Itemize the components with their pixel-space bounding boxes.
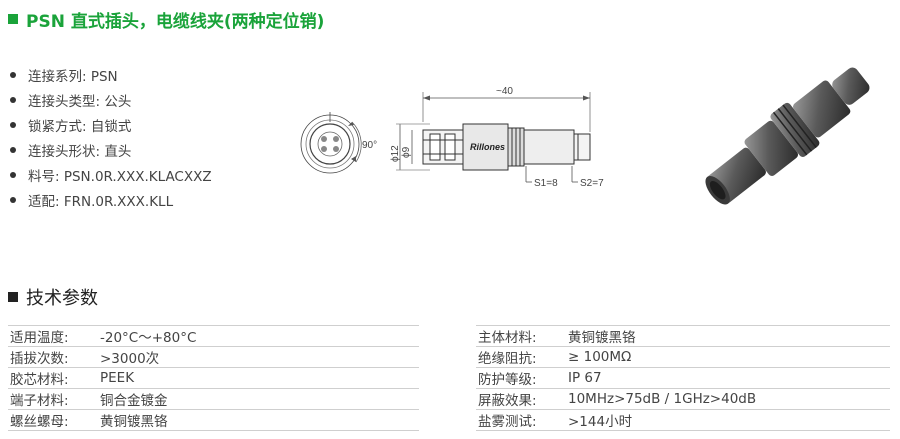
spec-item: 连接头类型: 公头 — [10, 87, 212, 112]
table-row: 螺丝螺母:黄铜镀黑铬 — [8, 409, 419, 431]
front-view: 90° — [300, 112, 377, 174]
outer-diameter-label: ϕ12 — [390, 145, 401, 162]
side-view: Rillones — [422, 123, 591, 171]
s1-label: S1=8 — [534, 178, 558, 189]
table-row: 防护等级:IP 67 — [476, 367, 890, 389]
params-table-left: 适用温度:-20°C～+80°C 插拔次数:>3000次 胶芯材料:PEEK 端… — [8, 325, 419, 431]
nut-dimensions: S1=8 S2=7 — [525, 166, 604, 189]
length-dimension: ~40 — [422, 86, 591, 132]
diameter-dimension: ϕ12 ϕ9 — [390, 123, 430, 171]
angle-label: 90° — [362, 140, 377, 151]
bullet-icon — [10, 146, 16, 153]
table-row: 盐雾测试:>144小时 — [476, 409, 890, 431]
table-row: 端子材料:铜合金镀金 — [8, 388, 419, 410]
spec-item: 料号: PSN.0R.XXX.KLACXXZ — [10, 162, 212, 187]
table-row: 主体材料:黄铜镀黑铬 — [476, 325, 890, 347]
table-row: 插拔次数:>3000次 — [8, 346, 419, 368]
length-label: ~40 — [496, 86, 513, 97]
bullet-icon — [10, 171, 16, 178]
title-square-icon — [8, 14, 18, 24]
spec-item: 适配: FRN.0R.XXX.KLL — [10, 187, 212, 212]
brand-logo-text: Rillones — [470, 142, 505, 152]
connector-photo — [705, 67, 870, 205]
spec-list: 连接系列: PSN 连接头类型: 公头 锁紧方式: 自锁式 连接头形状: 直头 … — [10, 62, 212, 212]
product-title: PSN 直式插头，电缆线夹(两种定位销) — [8, 6, 324, 32]
spec-item: 连接头形状: 直头 — [10, 137, 212, 162]
spec-item: 锁紧方式: 自锁式 — [10, 112, 212, 137]
s2-label: S2=7 — [580, 178, 604, 189]
table-row: 屏蔽效果:10MHz>75dB / 1GHz>40dB — [476, 388, 890, 410]
table-row: 适用温度:-20°C～+80°C — [8, 325, 419, 347]
section-title: 技术参数 — [8, 284, 98, 310]
table-row: 绝缘阻抗:≥ 100MΩ — [476, 346, 890, 368]
table-row: 胶芯材料:PEEK — [8, 367, 419, 389]
technical-drawing: 90° ~40 ϕ12 ϕ9 Rillones — [300, 86, 604, 189]
bullet-icon — [10, 121, 16, 128]
section-title-text: 技术参数 — [26, 288, 98, 309]
bullet-icon — [10, 96, 16, 103]
params-table-right: 主体材料:黄铜镀黑铬 绝缘阻抗:≥ 100MΩ 防护等级:IP 67 屏蔽效果:… — [476, 325, 890, 431]
inner-diameter-label: ϕ9 — [401, 146, 412, 158]
bullet-icon — [10, 196, 16, 203]
section-square-icon — [8, 292, 18, 302]
spec-item: 连接系列: PSN — [10, 62, 212, 87]
product-title-text: PSN 直式插头，电缆线夹(两种定位销) — [26, 11, 325, 32]
bullet-icon — [10, 71, 16, 78]
